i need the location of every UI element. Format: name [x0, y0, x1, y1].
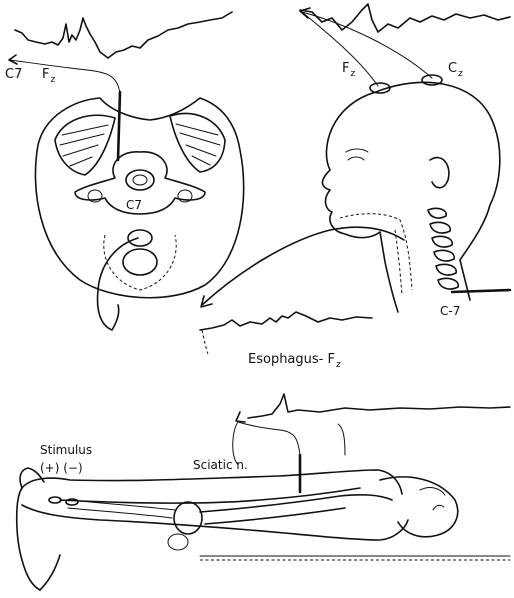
label-fz-top-left-text: F: [42, 67, 49, 82]
label-scalp-fz-text: F: [342, 61, 349, 76]
arrow-head-bottom: [236, 412, 245, 422]
label-spinal-level: C7: [5, 68, 22, 81]
label-esophagus-text: Esophagus- F: [248, 352, 335, 367]
waveform-fz-cz: [300, 4, 510, 32]
label-scalp-fz: Fz: [342, 62, 355, 75]
label-fz-top-left: Fz: [42, 68, 55, 81]
label-neck-c7: C-7: [440, 305, 460, 317]
arrow-head-top-left: [9, 55, 17, 64]
waveform-c7-fz: [15, 12, 232, 58]
label-esophagus: Esophagus- Fz: [248, 353, 341, 366]
label-polarity: (+) (−): [40, 462, 83, 474]
lead-wire-recording-2: [338, 424, 345, 455]
lead-wire-c7: [10, 60, 120, 95]
label-stimulus: Stimulus: [40, 444, 92, 456]
label-stimulus-text: Stimulus: [40, 443, 92, 457]
label-scalp-cz-text: C: [448, 61, 457, 76]
label-scalp-fz-sub: z: [350, 69, 355, 79]
label-polarity-text: (+) (−): [40, 461, 83, 475]
surface-electrode-c7: [452, 290, 510, 292]
waveform-esophagus-fz: [200, 312, 372, 330]
label-vertebra-c7: C7: [126, 199, 142, 211]
esophageal-electrode-lead: [202, 227, 404, 305]
needle-electrode-c7: [118, 92, 120, 160]
label-esophagus-sub: z: [336, 360, 341, 370]
label-neck-c7-text: C-7: [440, 304, 460, 318]
label-sciatic-text: Sciatic n.: [193, 458, 248, 472]
label-spinal-level-text: C7: [5, 67, 22, 82]
lead-wire-esophagus-section: [98, 238, 138, 330]
label-sciatic: Sciatic n.: [193, 459, 248, 471]
label-vertebra-c7-text: C7: [126, 198, 142, 212]
label-fz-top-left-sub: z: [50, 75, 55, 85]
scalp-lead-fz: [302, 12, 378, 86]
waveform-sciatic: [248, 394, 510, 418]
label-scalp-cz: Cz: [448, 62, 463, 75]
head-profile: [322, 75, 499, 312]
label-scalp-cz-sub: z: [458, 69, 463, 79]
waveform-esophagus-tail: [202, 330, 208, 354]
leg-drawing: [17, 468, 510, 590]
